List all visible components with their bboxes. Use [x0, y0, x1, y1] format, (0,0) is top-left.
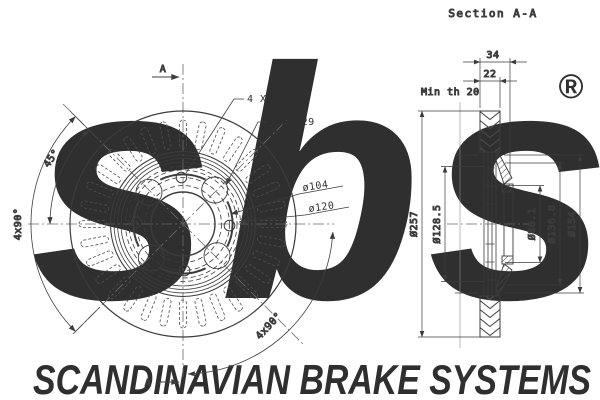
company-name-watermark: SCANDINAVIAN BRAKE SYSTEMS: [33, 356, 591, 400]
section-marker-a-bottom: A: [145, 378, 152, 389]
vent-slot: [209, 127, 226, 155]
opening-upper-right: [201, 176, 229, 204]
vent-slot: [179, 299, 187, 329]
friction-width-label: 22: [483, 69, 496, 80]
friction-ring-top: [479, 110, 501, 153]
vent-slot: [194, 121, 207, 150]
section-title: Section A-A: [448, 7, 537, 20]
flange-edge-circle: [113, 154, 253, 294]
pocket-arc-top: [159, 173, 207, 181]
angle-dimensions: [30, 110, 336, 377]
hat-step-bottom: [501, 255, 514, 265]
pocket-circle-label: ø120: [308, 200, 335, 215]
vent-slot: [95, 264, 121, 284]
registered-trademark-icon: ®: [558, 68, 584, 106]
vent-slot: [252, 181, 280, 198]
bolt-hole-left: [130, 216, 143, 229]
arc-4x90-left: [30, 116, 76, 332]
leader-pocket-circle: [238, 206, 350, 224]
total-width-label: 34: [486, 50, 499, 61]
opening-upper-left: [135, 178, 163, 206]
opening-lower-left: [137, 244, 165, 272]
flange-inner-edge-circle: [117, 158, 249, 290]
hat-step-top: [501, 183, 514, 193]
vent-slot: [80, 235, 109, 248]
vent-slot: [159, 298, 172, 327]
friction-ring-bottom: [479, 295, 501, 338]
center-bore-label: Ø86.1: [526, 208, 538, 241]
hat-step-circle: [120, 161, 246, 287]
vent-slot: [179, 119, 187, 149]
section-cut-markers: A A: [144, 64, 180, 390]
leader-bolt-holes: [185, 98, 244, 174]
openings-label: 4 X Ø29: [269, 116, 315, 128]
leader-openings: [225, 121, 266, 186]
vent-slot: [86, 250, 114, 267]
arc-45-degrees: [47, 129, 90, 225]
vent-slot: [140, 293, 157, 321]
vent-slot: [223, 136, 243, 162]
pocket-arc-left: [132, 200, 140, 248]
vent-slot: [108, 276, 131, 299]
bolt-hole-top: [175, 171, 188, 184]
vent-slot: [258, 220, 288, 228]
diagonal-centerline-45: [74, 119, 288, 333]
bolt-circle-104: [136, 177, 230, 271]
flange-diameter-label: Ø154: [566, 211, 578, 237]
vent-inner-diameter-label: Ø128.5: [431, 204, 443, 243]
hat-section: [495, 150, 514, 298]
leader-bolt-circle: [230, 185, 344, 215]
bolt-holes-label: 4 X Ø10.7: [247, 93, 306, 105]
radial-extension-225: [72, 306, 101, 335]
section-view: Section A-A: [408, 7, 584, 348]
vent-slot: [159, 121, 172, 150]
center-bore-circle: [150, 191, 216, 257]
watermark-layer: sbs ® SCANDINAVIAN BRAKE SYSTEMS: [30, 0, 600, 400]
width-dimensions: [463, 58, 527, 175]
vent-slot: [123, 136, 143, 162]
pocket-circle-120: [128, 169, 238, 279]
radial-extension-135: [69, 110, 101, 142]
min-thickness-label: Min th 20: [421, 87, 480, 98]
vent-slot: [108, 149, 131, 172]
centerlines: [28, 64, 334, 377]
vent-slot: [140, 127, 157, 155]
hat-outer-edge-circle: [109, 150, 257, 298]
hat-diameter-label: Ø136.8: [546, 204, 558, 243]
vane-ticks: [485, 167, 495, 281]
bolt-hole-right: [223, 219, 236, 232]
vent-slot: [123, 286, 143, 312]
vent-ladder: [483, 152, 497, 296]
arc-4x90-right: [187, 231, 336, 377]
vent-slot: [95, 164, 121, 184]
leader-labels: 4 X Ø10.7 4 X Ø29 ø104 ø120: [185, 93, 350, 224]
vent-slot: [245, 164, 271, 184]
angle-4x90-left-label: 4x90°: [13, 208, 24, 241]
vent-inner-hidden-circle: [125, 166, 241, 282]
outer-diameter-label: Ø257: [408, 211, 420, 237]
bore-hidden-circle: [144, 185, 222, 263]
diameter-dimensions: [418, 110, 584, 338]
bolt-circle-label: ø104: [302, 179, 329, 194]
section-marker-a-top: A: [160, 64, 167, 75]
vent-slot: [257, 200, 286, 213]
